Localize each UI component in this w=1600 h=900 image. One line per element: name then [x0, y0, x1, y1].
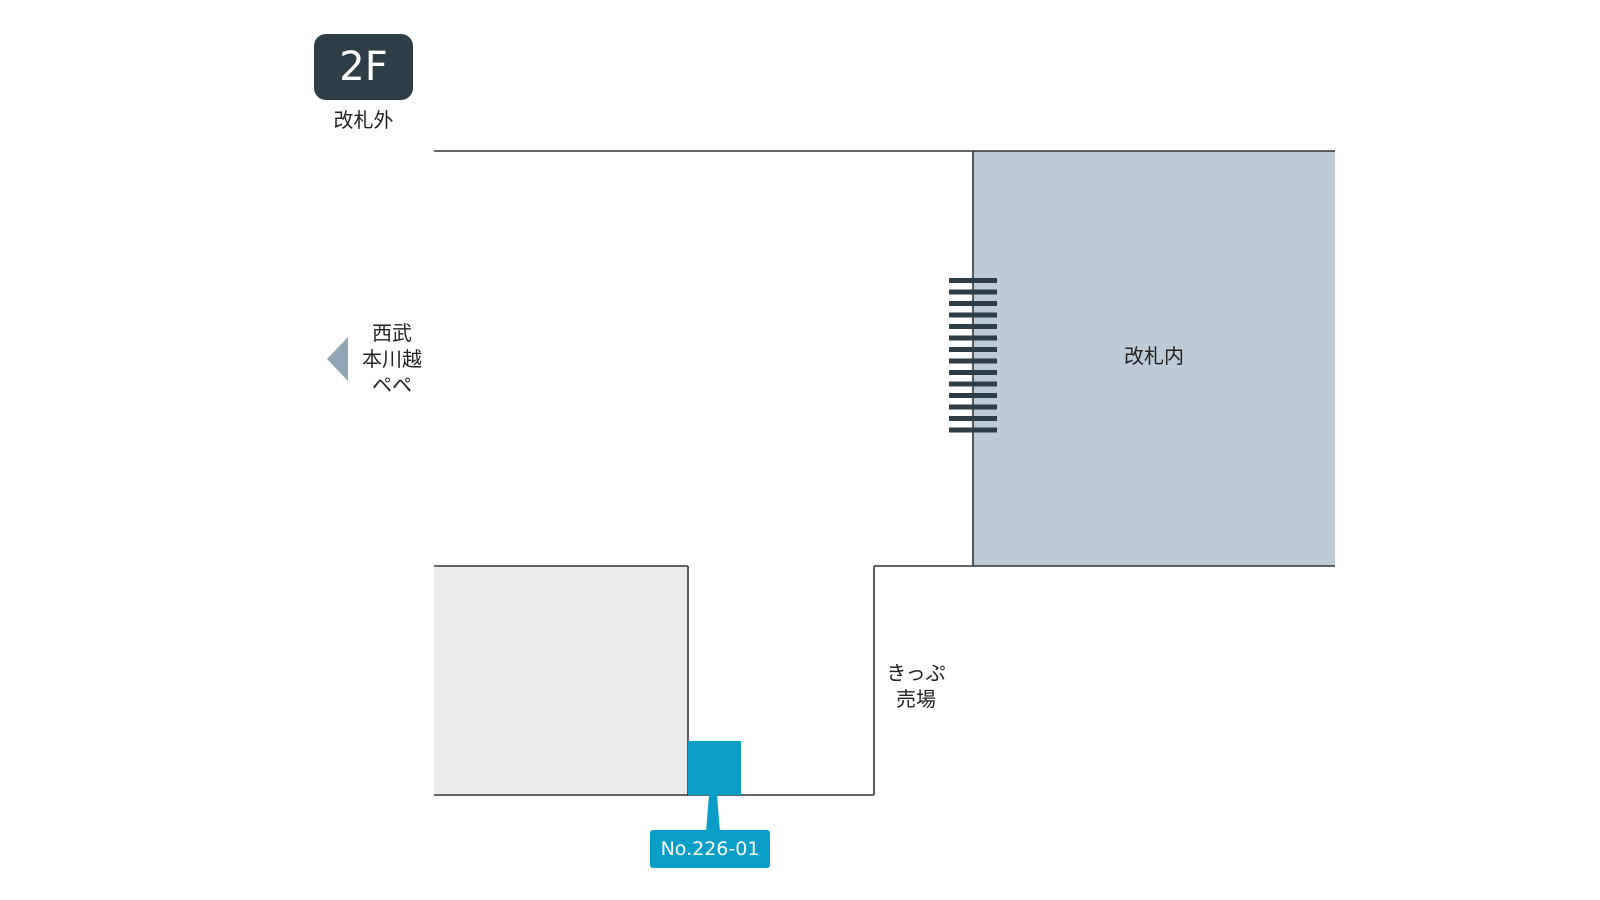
ticket-gate-bar [949, 427, 997, 433]
ticket-gate-bar [949, 324, 997, 329]
ticket-gate-bar [949, 301, 997, 306]
inside-gates-label: 改札内 [1124, 344, 1184, 368]
exit-direction-label: 西武 本川越 ペペ [352, 320, 432, 398]
ticket-gate-bar [949, 370, 997, 375]
exit-direction-line2: 本川越 [362, 347, 422, 371]
locker-id-label[interactable]: No.226-01 [650, 830, 770, 868]
triangle-left-arrow-icon [327, 337, 348, 381]
ticket-gate-bar [949, 278, 997, 283]
locker-callout-pointer [706, 795, 720, 832]
ticket-gate-bar [949, 289, 997, 295]
ticket-gate-icon [949, 278, 997, 433]
ticket-gate-bar [949, 335, 997, 341]
ticket-gate-bar [949, 404, 997, 410]
ticket-office-label-line2: 売場 [896, 687, 936, 711]
ticket-gate-bar [949, 347, 997, 352]
square-locker-icon[interactable] [688, 741, 741, 795]
ticket-gate-bar [949, 416, 997, 421]
store-block [434, 566, 688, 795]
ticket-gate-bar [949, 358, 997, 364]
exit-direction-line3: ペペ [372, 373, 412, 397]
ticket-gate-bar [949, 393, 997, 398]
ticket-gate-bar [949, 312, 997, 318]
floor-badge: 2F [314, 34, 413, 100]
floor-area-label: 改札外 [333, 108, 394, 132]
ticket-office-label-line1: きっぷ [886, 661, 946, 685]
inside-gates-area [973, 151, 1335, 566]
exit-direction-line1: 西武 [372, 321, 412, 345]
ticket-office-label: きっぷ 売場 [876, 660, 956, 712]
ticket-gate-bar [949, 381, 997, 387]
